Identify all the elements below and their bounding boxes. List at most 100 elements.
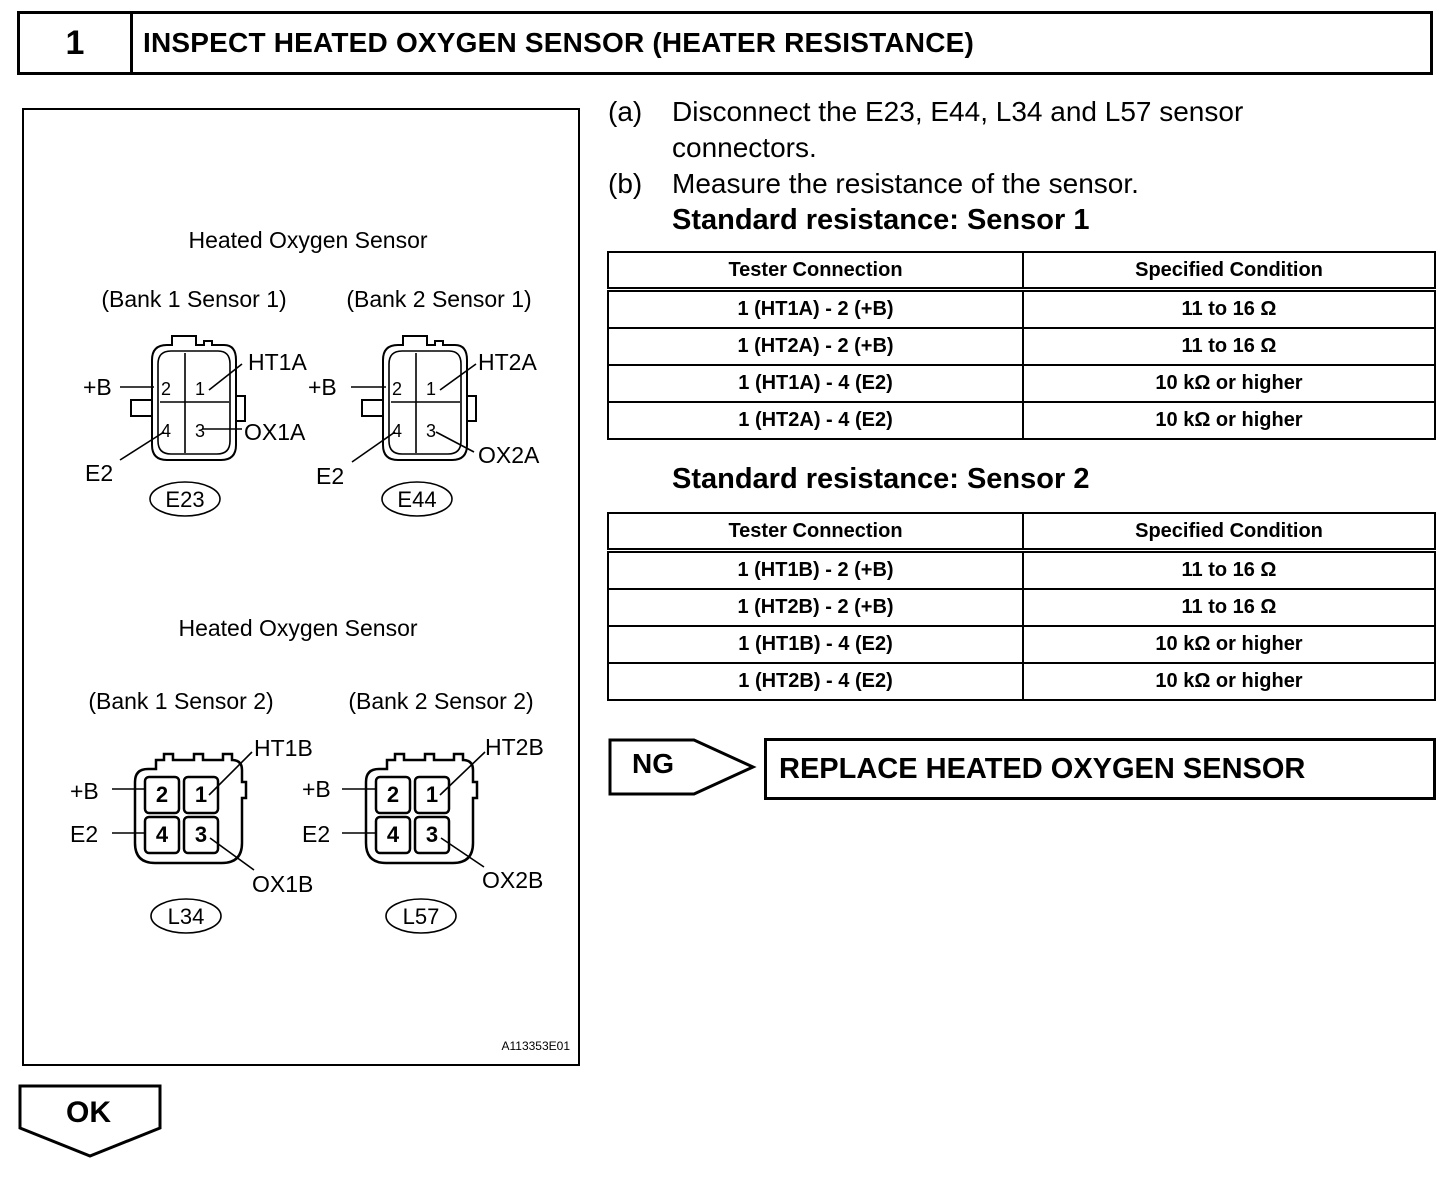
caption-bank1-sensor2: (Bank 1 Sensor 2) xyxy=(88,688,273,714)
e44-pin-4: 4 xyxy=(392,421,402,441)
e23-label-ht1a: HT1A xyxy=(248,349,307,375)
sensor1-col-tester: Tester Connection xyxy=(607,251,1024,292)
upper-figure-title: Heated Oxygen Sensor xyxy=(188,227,427,253)
connector-l57 xyxy=(342,751,486,868)
table-row: 1 (HT2A) - 2 (+B) 11 to 16 Ω xyxy=(607,327,1436,366)
l57-label-e2: E2 xyxy=(302,821,330,847)
e44-pin-1: 1 xyxy=(426,379,436,399)
l57-connector-id: L57 xyxy=(403,904,440,929)
e23-id-ellipse xyxy=(149,481,221,517)
e44-label-ox2a: OX2A xyxy=(478,442,540,468)
sensor1-col-condition: Specified Condition xyxy=(1022,251,1436,292)
sensor1-row2-connection: 1 (HT2A) - 2 (+B) xyxy=(607,327,1024,366)
l34-id-ellipse xyxy=(150,898,222,934)
e23-pin-2: 2 xyxy=(161,379,171,399)
step-a: (a) Disconnect the E23, E44, L34 and L57… xyxy=(608,94,1428,166)
table-row: 1 (HT2A) - 4 (E2) 10 kΩ or higher xyxy=(607,401,1436,440)
sensor2-row4-condition: 10 kΩ or higher xyxy=(1022,662,1436,701)
l34-label-e2: E2 xyxy=(70,821,98,847)
e44-pin-2: 2 xyxy=(392,379,402,399)
connector-l34 xyxy=(112,751,255,871)
l57-id-ellipse xyxy=(385,898,457,934)
sensor1-row1-condition: 11 to 16 Ω xyxy=(1022,288,1436,329)
connector-illustration: Heated Oxygen Sensor (Bank 1 Sensor 1) (… xyxy=(22,108,580,1066)
l34-pin-2: 2 xyxy=(156,782,168,807)
step-number: 1 xyxy=(20,14,133,72)
e23-pin-3: 3 xyxy=(195,421,205,441)
table-row: 1 (HT1A) - 4 (E2) 10 kΩ or higher xyxy=(607,364,1436,403)
l57-pin-2: 2 xyxy=(387,782,399,807)
step-b-letter: (b) xyxy=(608,168,643,199)
table-row: 1 (HT2B) - 2 (+B) 11 to 16 Ω xyxy=(607,588,1436,627)
step-b: (b) Measure the resistance of the sensor… xyxy=(608,166,1428,202)
sensor2-row2-connection: 1 (HT2B) - 2 (+B) xyxy=(607,588,1024,627)
e44-label-plus-b: +B xyxy=(308,374,337,400)
sensor1-header-row: Tester Connection Specified Condition xyxy=(607,251,1436,292)
l57-pin-4: 4 xyxy=(387,822,400,847)
e44-pin-3: 3 xyxy=(426,421,436,441)
table-row: 1 (HT1B) - 4 (E2) 10 kΩ or higher xyxy=(607,625,1436,664)
table-row: 1 (HT1B) - 2 (+B) 11 to 16 Ω xyxy=(607,549,1436,590)
e44-connector-id: E44 xyxy=(397,487,436,512)
table-row: 1 (HT2B) - 4 (E2) 10 kΩ or higher xyxy=(607,662,1436,701)
std-sensor1-row: Standard resistance: Sensor 1 xyxy=(608,202,1428,238)
step-a-letter: (a) xyxy=(608,96,643,127)
l57-label-ht2b: HT2B xyxy=(485,734,544,760)
l34-pin-1: 1 xyxy=(195,782,207,807)
sensor1-row2-condition: 11 to 16 Ω xyxy=(1022,327,1436,366)
ok-arrow-icon[interactable] xyxy=(18,1084,164,1160)
sensor1-row4-connection: 1 (HT2A) - 4 (E2) xyxy=(607,401,1024,440)
sensor2-col-tester: Tester Connection xyxy=(607,512,1024,553)
e23-label-ox1a: OX1A xyxy=(244,419,306,445)
std-sensor2-heading: Standard resistance: Sensor 2 xyxy=(672,463,1090,495)
connector-e44 xyxy=(351,335,477,463)
sensor2-table: Tester Connection Specified Condition 1 … xyxy=(607,512,1436,701)
ok-label[interactable]: OK xyxy=(66,1096,111,1129)
e23-label-e2: E2 xyxy=(85,460,113,486)
caption-bank2-sensor1: (Bank 2 Sensor 1) xyxy=(346,286,531,312)
step-title: INSPECT HEATED OXYGEN SENSOR (HEATER RES… xyxy=(143,27,975,58)
table-row: 1 (HT1A) - 2 (+B) 11 to 16 Ω xyxy=(607,288,1436,329)
ng-result-box[interactable]: REPLACE HEATED OXYGEN SENSOR xyxy=(764,738,1436,800)
sensor2-row2-condition: 11 to 16 Ω xyxy=(1022,588,1436,627)
caption-bank1-sensor1: (Bank 1 Sensor 1) xyxy=(101,286,286,312)
l34-label-ht1b: HT1B xyxy=(254,735,313,761)
e44-label-e2: E2 xyxy=(316,463,344,489)
l34-label-ox1b: OX1B xyxy=(252,871,313,897)
e23-pin-1: 1 xyxy=(195,379,205,399)
e23-pin-4: 4 xyxy=(161,421,171,441)
std-sensor1-indent xyxy=(608,202,672,238)
std-sensor1-heading: Standard resistance: Sensor 1 xyxy=(672,204,1090,236)
sensor2-row3-condition: 10 kΩ or higher xyxy=(1022,625,1436,664)
ng-label[interactable]: NG xyxy=(632,748,674,779)
sensor1-row3-connection: 1 (HT1A) - 4 (E2) xyxy=(607,364,1024,403)
e23-connector-id: E23 xyxy=(165,487,204,512)
l57-pin-3: 3 xyxy=(426,822,438,847)
figure-code: A113353E01 xyxy=(501,1039,570,1053)
step-b-text: Measure the resistance of the sensor. xyxy=(672,168,1139,199)
lower-figure-title: Heated Oxygen Sensor xyxy=(178,615,417,641)
ng-arrow-icon[interactable] xyxy=(608,738,758,796)
sensor1-table: Tester Connection Specified Condition 1 … xyxy=(607,251,1436,440)
sensor1-row1-connection: 1 (HT1A) - 2 (+B) xyxy=(607,288,1024,329)
e44-id-ellipse xyxy=(381,481,453,517)
l34-pin-3: 3 xyxy=(195,822,207,847)
step-a-text: Disconnect the E23, E44, L34 and L57 sen… xyxy=(672,96,1244,163)
sensor1-row4-condition: 10 kΩ or higher xyxy=(1022,401,1436,440)
connector-diagram: Heated Oxygen Sensor (Bank 1 Sensor 1) (… xyxy=(70,227,570,1053)
sensor2-col-condition: Specified Condition xyxy=(1022,512,1436,553)
sensor2-header-row: Tester Connection Specified Condition xyxy=(607,512,1436,553)
l57-label-ox2b: OX2B xyxy=(482,867,543,893)
e44-label-ht2a: HT2A xyxy=(478,349,537,375)
sensor2-row1-condition: 11 to 16 Ω xyxy=(1022,549,1436,590)
l57-pin-1: 1 xyxy=(426,782,438,807)
l34-connector-id: L34 xyxy=(168,904,205,929)
sensor1-row3-condition: 10 kΩ or higher xyxy=(1022,364,1436,403)
sensor2-row4-connection: 1 (HT2B) - 4 (E2) xyxy=(607,662,1024,701)
sensor2-row1-connection: 1 (HT1B) - 2 (+B) xyxy=(607,549,1024,590)
l34-pin-4: 4 xyxy=(156,822,169,847)
sensor2-row3-connection: 1 (HT1B) - 4 (E2) xyxy=(607,625,1024,664)
connector-e23 xyxy=(119,335,246,461)
e23-label-plus-b: +B xyxy=(83,374,112,400)
caption-bank2-sensor2: (Bank 2 Sensor 2) xyxy=(348,688,533,714)
